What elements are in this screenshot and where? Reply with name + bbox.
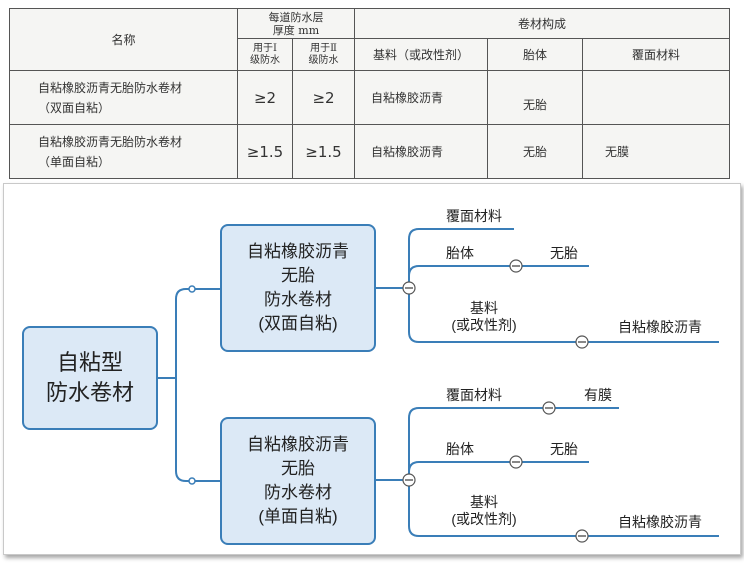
row-cover [581,70,731,125]
root-node[interactable]: 自粘型 防水卷材 [22,326,158,430]
branch-node-line3: 防水卷材 [264,483,332,502]
leaf-carcass-value[interactable]: 无胎 [550,441,578,457]
header-thickness: 每道防水层 厚度 mm [237,8,355,39]
branch-node-line1: 自粘橡胶沥青 [247,242,349,261]
mindmap-panel: 自粘型 防水卷材 自粘橡胶沥青 无胎 防水卷材 (双面自粘) 自粘橡胶沥青 无胎… [3,183,741,555]
leaf-cover-value[interactable]: 有膜 [584,387,612,403]
spec-table-panel: 名称 每道防水层 厚度 mm 卷材构成 用于Ⅰ 级防水 用于Ⅱ 级防水 基料（或… [9,8,731,179]
branch-node-line2: 无胎 [281,266,315,285]
joint-dot [188,477,196,485]
leaf-base-label-line2: (或改性剂) [451,511,517,527]
row-name: 自粘橡胶沥青无胎防水卷材 （单面自粘） [9,124,238,179]
joint-dot [188,285,196,293]
leaf-cover-label[interactable]: 覆面材料 [446,387,502,403]
header-cover: 覆面材料 [581,38,731,71]
branch-node-line2: 无胎 [281,459,315,478]
row-base: 自粘橡胶沥青 [354,70,488,125]
leaf-base-value[interactable]: 自粘橡胶沥青 [618,514,702,530]
leaf-base-value[interactable]: 自粘橡胶沥青 [618,319,702,335]
leaf-base-label[interactable]: 基料 (或改性剂) [444,494,524,528]
header-grade1-line1: 用于Ⅰ [253,42,277,54]
connector-branch-1-carcass [408,265,589,288]
header-grade1-line2: 级防水 [250,54,280,66]
header-grade2: 用于Ⅱ 级防水 [292,38,355,71]
connector-branch-1-base [408,288,719,343]
row-name-line1: 自粘橡胶沥青无胎防水卷材 [38,80,183,95]
branch-node-line4: (单面自粘) [258,507,338,526]
branch-node-line4: (双面自粘) [258,314,338,333]
row-name-line2: （双面自粘） [38,100,111,115]
row-grade2: ≥1.5 [292,124,355,179]
leaf-base-label[interactable]: 基料 (或改性剂) [444,300,524,334]
header-grade2-line2: 级防水 [308,54,339,66]
header-name: 名称 [9,8,238,71]
connector-branch-1-cover [408,228,514,288]
row-grade1: ≥1.5 [237,124,293,179]
leaf-carcass-label[interactable]: 胎体 [446,245,474,261]
leaf-carcass-value[interactable]: 无胎 [550,245,578,261]
branch-node-line1: 自粘橡胶沥青 [247,435,349,454]
leaf-base-label-line1: 基料 [470,300,498,316]
branch-node-line3: 防水卷材 [264,290,332,309]
row-cover: 无膜 [581,124,731,179]
header-thickness-line1: 每道防水层 [268,10,324,24]
leaf-cover-label[interactable]: 覆面材料 [446,208,502,224]
table-row: 自粘橡胶沥青无胎防水卷材 （单面自粘） ≥1.5 ≥1.5 自粘橡胶沥青 无胎 … [9,124,731,179]
header-grade1: 用于Ⅰ 级防水 [237,38,293,71]
header-base: 基料（或改性剂） [354,38,488,71]
row-carcass: 无胎 [487,124,583,179]
connector-branch-2-cover [408,407,619,480]
table-row: 自粘橡胶沥青无胎防水卷材 （双面自粘） ≥2 ≥2 自粘橡胶沥青 无胎 [9,70,731,125]
connector-branch-2-carcass [408,461,589,480]
leaf-base-label-line2: (或改性剂) [451,317,517,333]
connector-root-branch-1 [158,288,220,379]
row-grade1: ≥2 [237,70,293,125]
leaf-carcass-label[interactable]: 胎体 [446,441,474,457]
mindmap-connectors [158,228,719,543]
header-carcass: 胎体 [487,38,583,71]
root-node-line2: 防水卷材 [45,380,134,405]
row-grade2: ≥2 [292,70,355,125]
spec-table: 名称 每道防水层 厚度 mm 卷材构成 用于Ⅰ 级防水 用于Ⅱ 级防水 基料（或… [9,8,731,179]
header-thickness-line2: 厚度 mm [272,23,320,37]
row-name-line1: 自粘橡胶沥青无胎防水卷材 [38,134,183,149]
header-composition: 卷材构成 [353,8,731,39]
header-grade2-line1: 用于Ⅱ [310,42,337,54]
row-carcass: 无胎 [487,70,583,125]
row-name: 自粘橡胶沥青无胎防水卷材 （双面自粘） [9,70,238,125]
leaf-base-label-line1: 基料 [470,494,498,510]
root-node-line1: 自粘型 [56,350,123,375]
branch-node-double-sided[interactable]: 自粘橡胶沥青 无胎 防水卷材 (双面自粘) [220,224,376,352]
connector-branch-2-base [408,480,719,537]
connector-root-branch-2 [175,378,220,482]
row-base: 自粘橡胶沥青 [354,124,488,179]
branch-node-single-sided[interactable]: 自粘橡胶沥青 无胎 防水卷材 (单面自粘) [220,417,376,545]
row-name-line2: （单面自粘） [38,154,111,169]
